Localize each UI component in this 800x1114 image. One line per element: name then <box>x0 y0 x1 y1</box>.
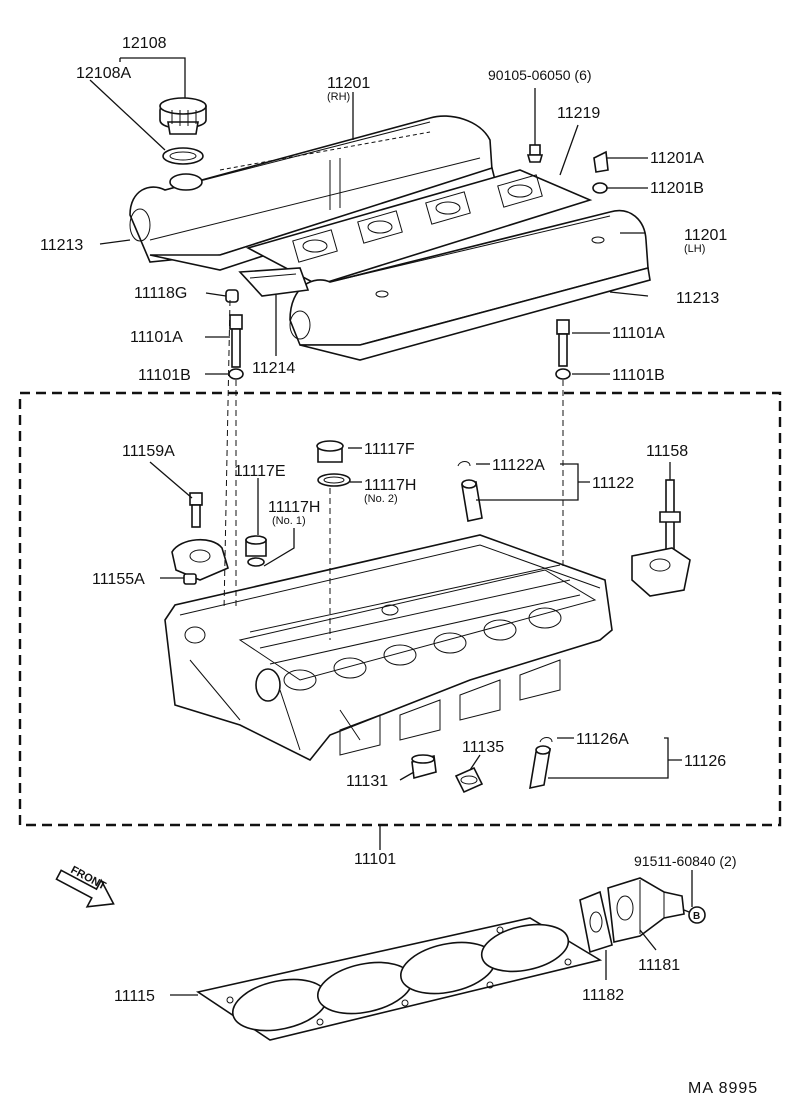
label-no2: (No. 2) <box>364 493 398 505</box>
camshaft-bearing-cap-left <box>171 538 229 581</box>
stud-bolt-left <box>229 314 243 368</box>
plug-11118G <box>225 289 239 303</box>
seal-washer-11201B <box>592 182 608 194</box>
plug-11117E <box>245 535 267 567</box>
label-11201B: 11201B <box>650 180 704 197</box>
label-11117H-no1: 11117H <box>268 499 320 516</box>
stud-11159A <box>189 492 203 528</box>
stud-bolt-right <box>556 319 570 367</box>
alignment-lines <box>223 299 564 640</box>
oil-filler-cap-gasket <box>162 147 204 165</box>
label-11117H-no2: 11117H <box>364 477 416 494</box>
label-11101: 11101 <box>354 851 396 868</box>
label-11213-right: 11213 <box>676 290 719 307</box>
label-90105: 90105-06050 (6) <box>488 67 592 83</box>
label-11201A: 11201A <box>650 150 704 167</box>
label-11101A-left: 11101A <box>130 329 183 346</box>
oil-filler-cap <box>159 97 207 135</box>
label-11126A: 11126A <box>576 731 629 748</box>
seal-11135 <box>454 766 484 794</box>
label-11115: 11115 <box>114 988 155 1005</box>
label-11118G: 11118G <box>134 285 187 302</box>
bushing-11131 <box>411 754 437 780</box>
label-11122: 11122 <box>592 475 634 492</box>
water-outlet-gasket-11182 <box>579 890 613 954</box>
washer-left <box>228 368 244 380</box>
label-12108: 12108 <box>122 35 167 52</box>
label-11101B-right: 11101B <box>612 367 665 384</box>
cylinder-head-cover-rh <box>129 115 496 271</box>
cover-bolt-top <box>526 144 544 163</box>
label-11213-left: 11213 <box>40 237 83 254</box>
leader-lines <box>89 57 693 996</box>
cylinder-head <box>164 534 613 762</box>
label-11181: 11181 <box>638 957 680 974</box>
label-11158: 11158 <box>646 443 688 460</box>
bolt-symbol-b <box>688 906 706 924</box>
pin-11155A <box>183 573 197 585</box>
label-11122A: 11122A <box>492 457 545 474</box>
grommet-11201A <box>593 150 609 173</box>
bolt-symbol-b-label: B <box>693 911 700 922</box>
label-11219: 11219 <box>557 105 600 122</box>
guide-11122 <box>457 461 483 522</box>
o-ring-11117H-no2 <box>317 473 351 487</box>
label-lh: (LH) <box>684 243 705 255</box>
cover-bracket <box>238 267 310 297</box>
cylinder-head-gasket <box>195 917 603 1041</box>
camshaft-bearing-cap-right <box>631 547 691 597</box>
label-11131: 11131 <box>346 773 388 790</box>
plug-11117F <box>316 440 344 463</box>
label-12108A: 12108A <box>76 65 131 82</box>
label-11117E: 11117E <box>234 463 286 480</box>
label-11135: 11135 <box>462 739 504 756</box>
label-11126: 11126 <box>684 753 726 770</box>
label-11201-rh: 11201 <box>327 75 370 92</box>
label-91511: 91511-60840 (2) <box>634 853 736 869</box>
label-rh: (RH) <box>327 91 350 103</box>
front-direction-arrow <box>55 869 115 908</box>
label-11182: 11182 <box>582 987 624 1004</box>
cylinder-head-assembly-boundary <box>18 391 782 827</box>
label-11101A-right: 11101A <box>612 325 665 342</box>
washer-right <box>555 368 571 380</box>
label-11101B-left: 11101B <box>138 367 191 384</box>
diagram-code: MA 8995 <box>688 1080 759 1097</box>
label-11159A: 11159A <box>122 443 175 460</box>
label-11117F: 11117F <box>364 441 415 458</box>
guide-11126 <box>529 737 553 790</box>
part-labels: 12108 12108A 11201 (RH) 90105-06050 (6) … <box>40 35 736 1005</box>
label-no1: (No. 1) <box>272 515 306 527</box>
water-outlet-11181 <box>607 877 685 943</box>
label-11155A: 11155A <box>92 571 145 588</box>
label-11201-lh: 11201 <box>684 227 727 244</box>
label-11214: 11214 <box>252 360 295 377</box>
stud-bolt-11158 <box>659 479 681 551</box>
